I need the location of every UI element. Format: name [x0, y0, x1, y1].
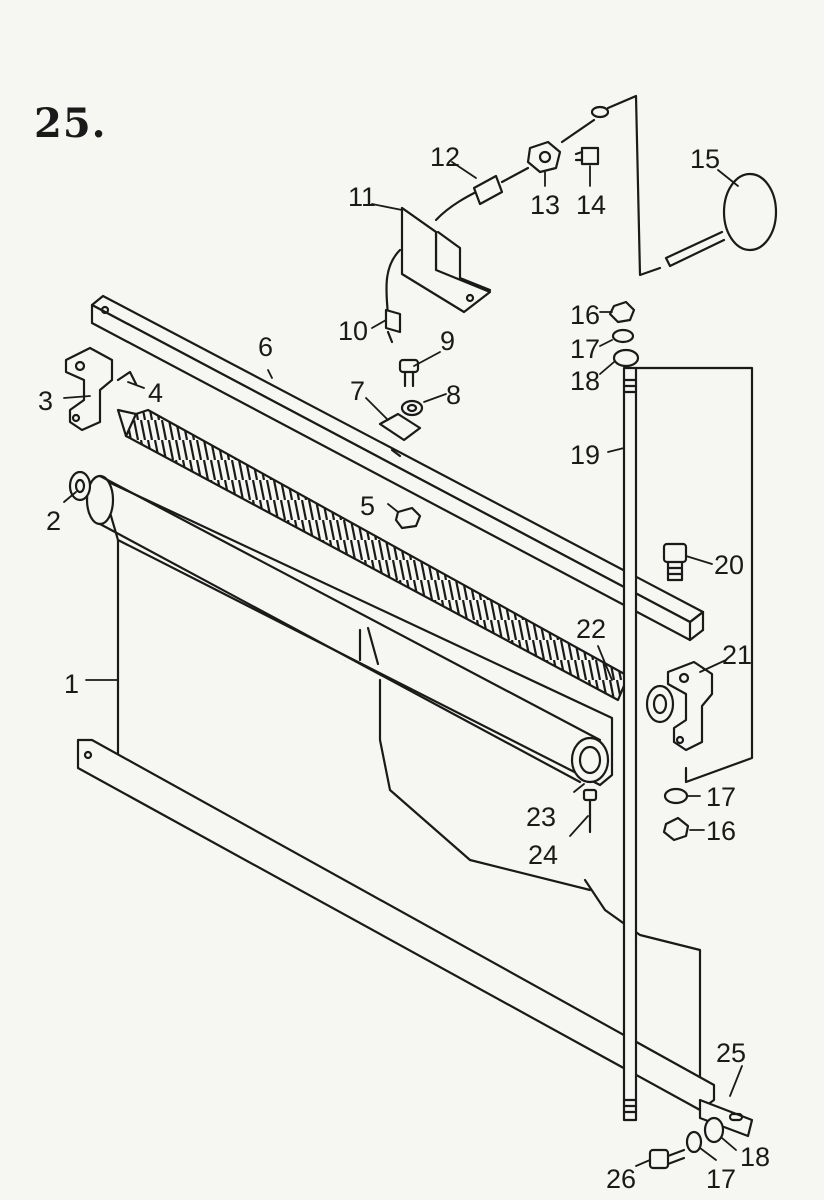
- thread-line: [560, 118, 596, 144]
- label-part-10: 10: [338, 316, 368, 346]
- label-part-17-right: 17: [706, 782, 736, 812]
- label-part-4: 4: [148, 378, 163, 408]
- label-part-23: 23: [526, 802, 556, 832]
- rail-part-6: [90, 294, 705, 642]
- bolt-part-14: [574, 146, 600, 166]
- label-part-18-top: 18: [570, 366, 600, 396]
- plug-part-10: [384, 308, 402, 344]
- part-labels: 1 2 3 4 5 6 7 8 9 10 11 12 13 14 15 16 1…: [38, 142, 770, 1194]
- eye-ring: [590, 105, 610, 119]
- nut-part-16-top: [608, 300, 636, 324]
- label-part-1: 1: [64, 669, 79, 699]
- cable-part-12: [434, 166, 530, 222]
- label-part-20: 20: [714, 550, 744, 580]
- figure-number: 25.: [34, 100, 107, 147]
- label-part-13: 13: [530, 190, 560, 220]
- washer-part-8-hole: [406, 403, 418, 413]
- washer-part-17-bottom: [685, 1130, 703, 1154]
- bolt-part-20: [662, 542, 688, 582]
- bottom-bar-part-25: [76, 738, 754, 1138]
- label-part-16-top: 16: [570, 300, 600, 330]
- label-part-5: 5: [360, 491, 375, 521]
- washer-part-18-bottom: [703, 1116, 725, 1144]
- label-part-21: 21: [722, 640, 752, 670]
- connector-line: [606, 94, 662, 277]
- bracket-part-3: [64, 346, 138, 432]
- mirror-part-15: [664, 172, 778, 268]
- bracket-part-21: [666, 660, 714, 752]
- nut-part-5: [394, 506, 422, 530]
- label-part-16-right: 16: [706, 816, 736, 846]
- screw-part-24: [582, 788, 598, 834]
- washer-part-18-top: [612, 348, 640, 368]
- assembly-bracket-line: [634, 366, 754, 784]
- washer-part-2: [68, 470, 92, 502]
- label-part-8: 8: [446, 380, 461, 410]
- washer-part-17-right: [663, 787, 689, 805]
- clip-part-7: [378, 412, 422, 458]
- label-part-17-top: 17: [570, 334, 600, 364]
- shade-part-1: [85, 474, 702, 1102]
- screw-part-9: [398, 358, 420, 388]
- label-part-6: 6: [258, 332, 273, 362]
- label-part-24: 24: [528, 840, 558, 870]
- label-part-18-bottom: 18: [740, 1142, 770, 1172]
- holder-part-11: [385, 206, 492, 322]
- label-part-12: 12: [430, 142, 460, 172]
- label-part-7: 7: [350, 376, 365, 406]
- label-part-15: 15: [690, 144, 720, 174]
- label-part-25: 25: [716, 1038, 746, 1068]
- label-part-3: 3: [38, 386, 53, 416]
- label-part-9: 9: [440, 326, 455, 356]
- label-part-22: 22: [576, 614, 606, 644]
- label-part-2: 2: [46, 506, 61, 536]
- washer-part-8: [400, 399, 424, 417]
- bolt-part-26: [648, 1148, 686, 1170]
- washer-part-17-top: [611, 328, 635, 344]
- label-part-14: 14: [576, 190, 606, 220]
- label-part-17-bottom: 17: [706, 1164, 736, 1194]
- label-part-26: 26: [606, 1164, 636, 1194]
- leader-lines: [63, 161, 743, 1167]
- nut-part-13: [526, 140, 562, 174]
- label-part-19: 19: [570, 440, 600, 470]
- rod-part-19: [622, 366, 638, 1122]
- nut-part-16-right: [662, 816, 690, 842]
- washer-part-2-hole: [74, 478, 86, 494]
- label-part-11: 11: [348, 182, 376, 212]
